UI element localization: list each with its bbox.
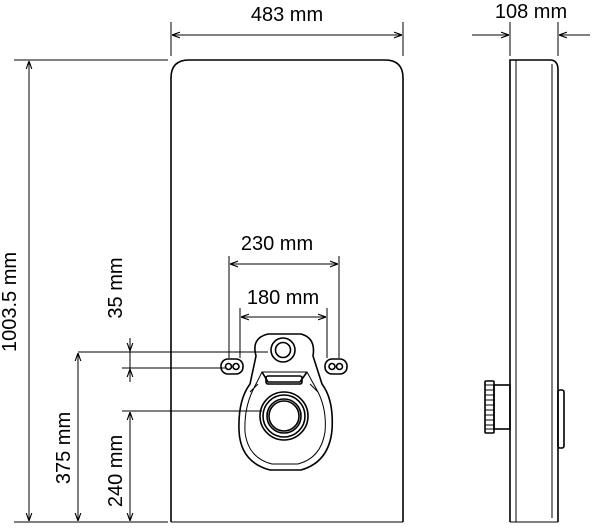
wc-connection-assembly	[239, 334, 332, 470]
outlet-height-label: 240 mm	[105, 435, 127, 507]
height-dimension: 1003.5 mm	[0, 60, 168, 522]
outlet-height-dimension: 240 mm	[105, 412, 130, 521]
bolt-spacing-inner-label: 180 mm	[247, 287, 319, 309]
pipe-height-dimension: 375 mm	[53, 353, 78, 521]
pipe-height-label: 375 mm	[53, 412, 75, 484]
bolt-offset-label: 35 mm	[105, 257, 127, 318]
right-bolt-plate	[325, 359, 347, 374]
left-bolt-plate	[221, 359, 243, 374]
height-label: 1003.5 mm	[0, 252, 21, 352]
width-dimension: 483 mm	[171, 4, 403, 56]
depth-dimension: 108 mm	[472, 1, 590, 56]
width-label: 483 mm	[251, 4, 323, 26]
depth-label: 108 mm	[495, 1, 567, 23]
side-panel	[485, 60, 564, 522]
bolt-spacing-outer-label: 230 mm	[241, 233, 313, 255]
bolt-offset-dimension: 35 mm	[105, 257, 130, 382]
